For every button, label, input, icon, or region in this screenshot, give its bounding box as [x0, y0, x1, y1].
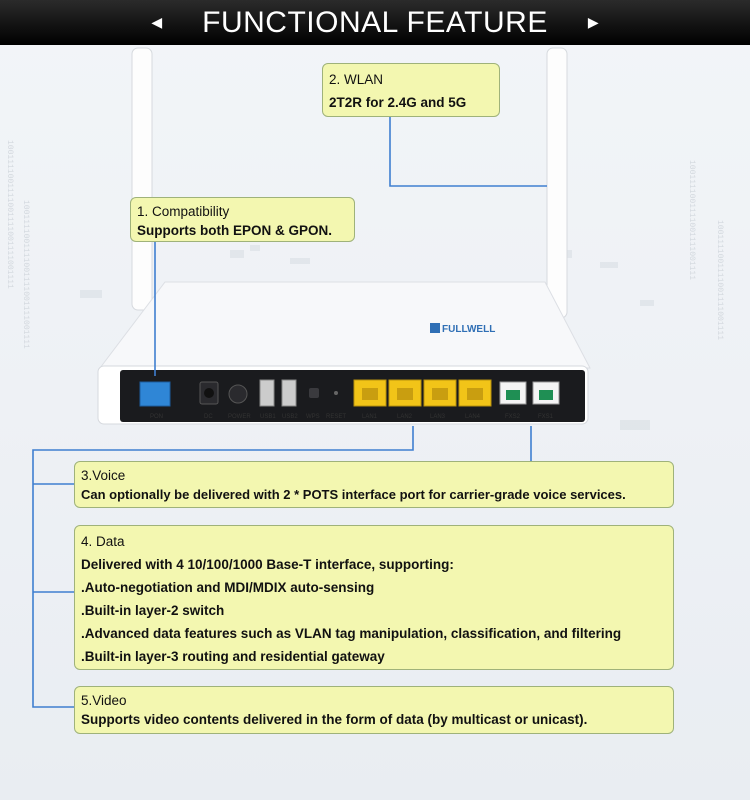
connector-lines — [32, 117, 547, 708]
callout-title: 2. WLAN — [329, 72, 384, 87]
port-usb1: USB1 — [259, 379, 276, 420]
callout-video: 5.Video Supports video contents delivere… — [74, 686, 674, 734]
svg-text:RESET: RESET — [326, 414, 346, 420]
connector-lan — [32, 426, 414, 708]
port-lan3: LAN3 — [423, 379, 457, 420]
svg-text:100111100111100111100111100111: 1001111001111001111001111001111 — [5, 140, 14, 289]
antenna-right — [546, 47, 568, 319]
port-dc: DC — [199, 381, 219, 420]
binary-text-decoration: 1001111001111001111001111001111 10011110… — [5, 140, 724, 349]
callout-text: Delivered with 4 10/100/1000 Base-T inte… — [81, 557, 454, 572]
svg-text:DC: DC — [204, 414, 213, 420]
arrow-right-icon: ▶ — [587, 14, 599, 30]
svg-text:USB2: USB2 — [282, 414, 298, 420]
svg-text:100111100111100111100111100111: 1001111001111001111001111001111 — [21, 200, 30, 349]
port-lan2: LAN2 — [388, 379, 422, 420]
svg-text:FXS2: FXS2 — [505, 414, 521, 420]
svg-text:1001111001111001111001111: 1001111001111001111001111 — [687, 160, 696, 280]
callout-title: 5.Video — [81, 693, 127, 708]
port-lan1: LAN1 — [353, 379, 387, 420]
product-illustration: 1001111001111001111001111001111 10011110… — [5, 47, 724, 708]
callout-data: 4. Data Delivered with 4 10/100/1000 Bas… — [74, 525, 674, 670]
callout-text: Supports both EPON & GPON. — [137, 223, 332, 238]
brand-logo: FULLWELL — [442, 324, 495, 335]
antenna-left — [131, 47, 153, 311]
connector-wlan — [389, 117, 547, 187]
svg-text:FXS1: FXS1 — [538, 414, 554, 420]
arrow-left-icon: ◀ — [151, 14, 163, 30]
svg-text:1001111001111001111001111: 1001111001111001111001111 — [715, 220, 724, 340]
button-reset: RESET — [326, 391, 346, 420]
header-banner: ◀ FUNCTIONAL FEATURE ▶ — [0, 0, 750, 45]
svg-text:WPS: WPS — [306, 414, 320, 420]
callout-text: .Auto-negotiation and MDI/MDIX auto-sens… — [81, 580, 375, 595]
svg-text:LAN4: LAN4 — [465, 414, 481, 420]
svg-text:LAN2: LAN2 — [397, 414, 413, 420]
port-usb2: USB2 — [281, 379, 298, 420]
callout-compatibility: 1. Compatibility Supports both EPON & GP… — [130, 197, 355, 242]
callout-wlan: 2. WLAN 2T2R for 2.4G and 5G — [322, 63, 500, 117]
callout-text: 2T2R for 2.4G and 5G — [329, 95, 467, 110]
port-fxs1: FXS1 — [532, 381, 560, 420]
port-pon: PON — [139, 381, 171, 420]
button-power: POWER — [228, 384, 251, 420]
callout-text: .Built-in layer-2 switch — [81, 603, 225, 618]
callout-text: Can optionally be delivered with 2 * POT… — [81, 487, 626, 502]
button-wps: WPS — [306, 388, 320, 420]
port-fxs2: FXS2 — [499, 381, 527, 420]
callout-text: Supports video contents delivered in the… — [81, 712, 588, 727]
svg-text:POWER: POWER — [228, 414, 251, 420]
callout-title: 1. Compatibility — [137, 204, 230, 219]
svg-text:LAN3: LAN3 — [430, 414, 446, 420]
callout-title: 4. Data — [81, 534, 125, 549]
callout-title: 3.Voice — [81, 468, 126, 483]
callout-voice: 3.Voice Can optionally be delivered with… — [74, 461, 674, 508]
callout-text: .Built-in layer-3 routing and residentia… — [81, 649, 385, 664]
callout-text: .Advanced data features such as VLAN tag… — [81, 626, 622, 641]
page-title: FUNCTIONAL FEATURE — [202, 5, 548, 39]
svg-text:USB1: USB1 — [260, 414, 276, 420]
svg-text:LAN1: LAN1 — [362, 414, 378, 420]
port-lan4: LAN4 — [458, 379, 492, 420]
svg-text:PON: PON — [150, 414, 163, 420]
